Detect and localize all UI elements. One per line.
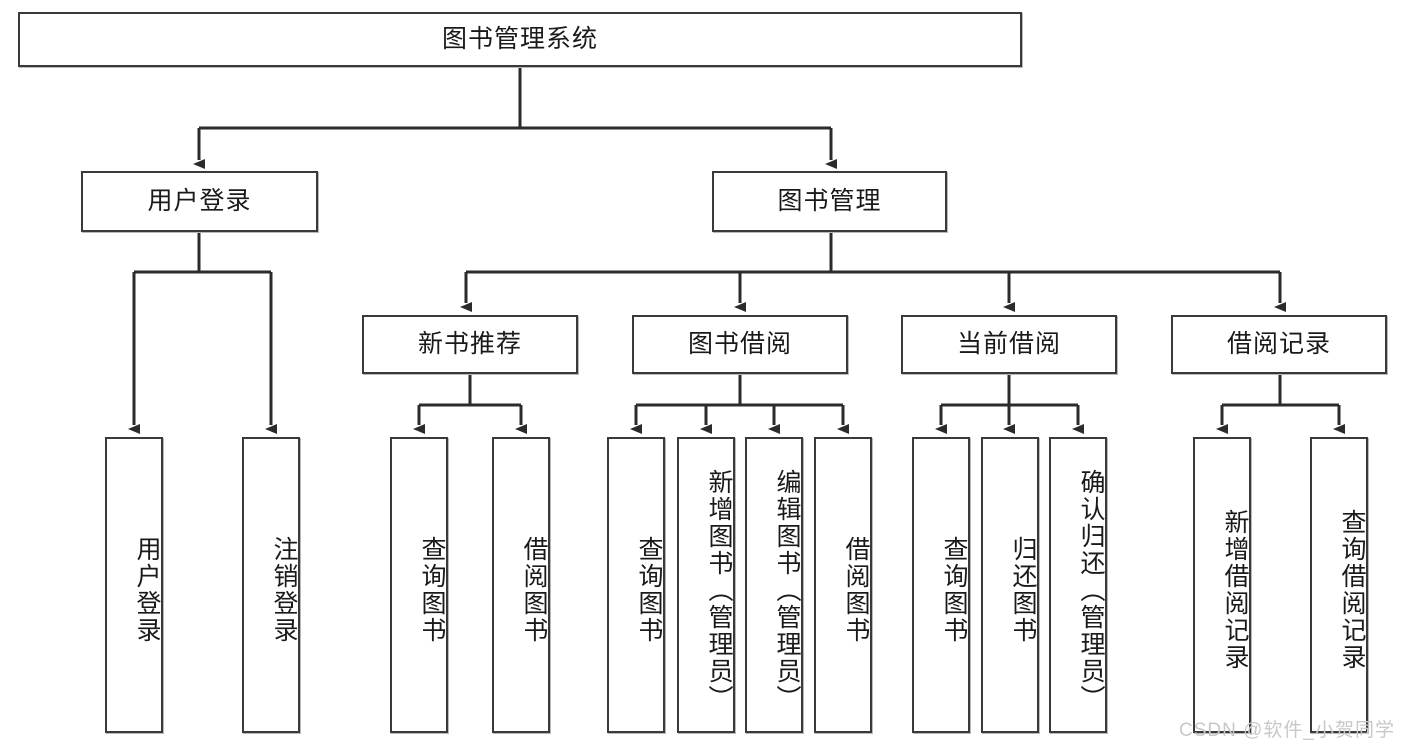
node-borrow-record[interactable]: 借阅记录 (1171, 315, 1387, 374)
node-current-borrow[interactable]: 当前借阅 (901, 315, 1117, 374)
node-label: 新增图书（管理员） (705, 468, 733, 712)
node-leaf-borrow-book[interactable]: 借阅图书 (814, 437, 872, 733)
node-leaf-query-book-borrow[interactable]: 查询图书 (607, 437, 665, 733)
node-label: 确认归还（管理员） (1077, 468, 1105, 712)
node-label: 新书推荐 (417, 329, 522, 358)
node-leaf-user-login[interactable]: 用户登录 (105, 437, 163, 733)
node-label: 借阅图书 (520, 536, 548, 644)
node-leaf-query-book-current[interactable]: 查询图书 (912, 437, 970, 733)
node-label: 借阅图书 (842, 536, 870, 644)
node-label: 用户登录 (147, 186, 252, 215)
node-label: 图书管理系统 (441, 24, 598, 53)
node-label: 查询图书 (418, 536, 446, 644)
node-leaf-query-borrow-record[interactable]: 查询借阅记录 (1310, 437, 1368, 733)
node-label: 借阅记录 (1226, 329, 1331, 358)
node-leaf-confirm-return[interactable]: 确认归还（管理员） (1049, 437, 1107, 733)
node-label: 图书借阅 (687, 329, 792, 358)
node-label: 查询借阅记录 (1338, 509, 1366, 671)
node-label: 归还图书 (1009, 536, 1037, 644)
node-leaf-logout-login[interactable]: 注销登录 (242, 437, 300, 733)
node-book-borrow[interactable]: 图书借阅 (632, 315, 848, 374)
node-label: 图书管理 (777, 186, 882, 215)
node-book-management[interactable]: 图书管理 (712, 171, 947, 232)
node-label: 查询图书 (635, 536, 663, 644)
node-label: 当前借阅 (956, 329, 1061, 358)
csdn-watermark: CSDN @软件_小贺同学 (1179, 720, 1395, 741)
node-label: 用户登录 (133, 536, 161, 644)
node-system-root[interactable]: 图书管理系统 (18, 12, 1022, 67)
node-leaf-add-borrow-record[interactable]: 新增借阅记录 (1193, 437, 1251, 733)
node-new-book-recommend[interactable]: 新书推荐 (362, 315, 578, 374)
node-label: 新增借阅记录 (1221, 509, 1249, 671)
node-label: 编辑图书（管理员） (773, 468, 801, 712)
node-leaf-add-book[interactable]: 新增图书（管理员） (677, 437, 735, 733)
node-leaf-return-book[interactable]: 归还图书 (981, 437, 1039, 733)
node-label: 注销登录 (270, 536, 298, 644)
node-leaf-query-book-recommend[interactable]: 查询图书 (390, 437, 448, 733)
node-user-login[interactable]: 用户登录 (81, 171, 318, 232)
node-label: 查询图书 (940, 536, 968, 644)
node-leaf-borrow-book-recommend[interactable]: 借阅图书 (492, 437, 550, 733)
node-leaf-edit-book[interactable]: 编辑图书（管理员） (745, 437, 803, 733)
